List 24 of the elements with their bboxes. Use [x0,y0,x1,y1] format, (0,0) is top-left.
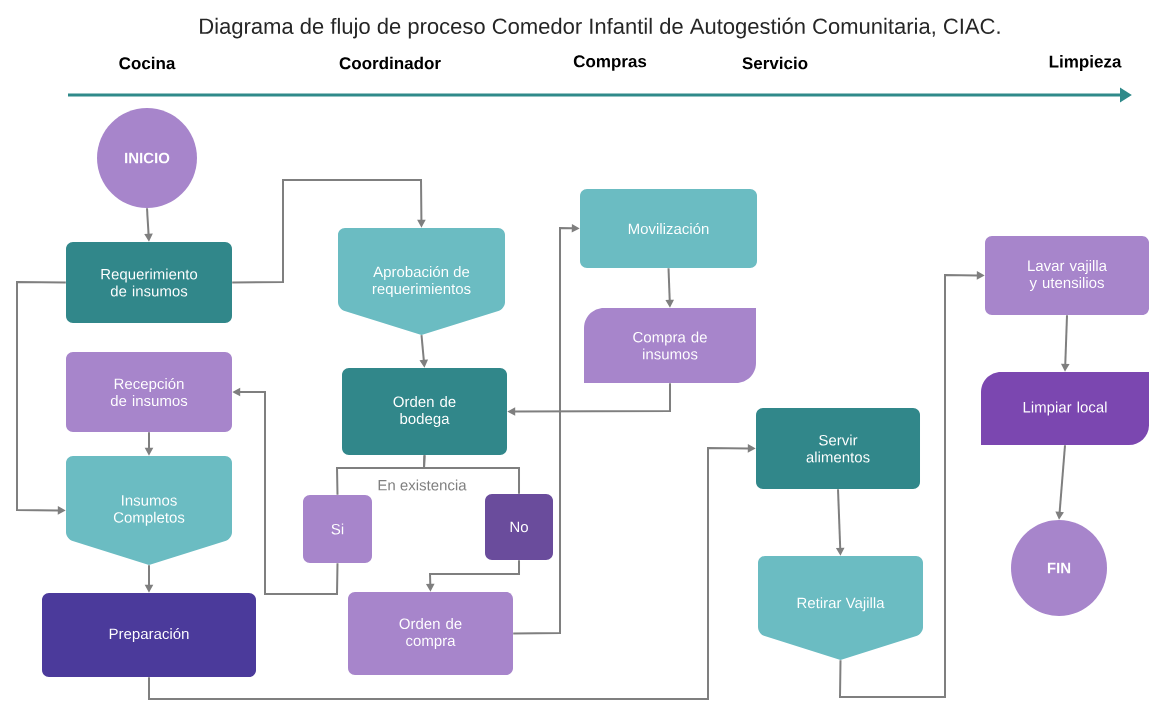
process-box: Servir alimentos [756,408,920,489]
arrow [231,179,426,284]
lane-heading: Compras [573,55,647,71]
process-box: Orden de bodega [342,368,507,455]
process-box: Insumos Completos [66,456,232,565]
process-box: Orden de compra [348,592,513,675]
process-box: Limpiar local [981,372,1149,445]
arrow [16,281,67,515]
process-box: Requerimiento de insumos [66,242,232,323]
process-box: Movilización [580,189,757,268]
answer-box: No [485,494,553,560]
process-box: Compra de insumos [584,308,756,383]
lane-heading: Limpieza [1049,55,1122,71]
branch-label: En existencia [378,479,467,491]
title: Diagrama de flujo de proceso Comedor Infantil de Autogestión Comunitaria, CIAC. [200,17,1000,39]
process-box: Retirar Vajilla [758,556,923,660]
lane-heading: Coordinador [339,56,441,70]
answer-box: Si [303,495,372,563]
process-box: Preparación [42,593,256,677]
lane-heading: Cocina [119,56,176,70]
process-box: Aprobación de requerimientos [338,228,505,335]
process-box: Recepción de insumos [66,352,232,432]
lane-heading: Servicio [742,56,808,70]
process-box: Lavar vajilla y utensilios [985,236,1149,315]
